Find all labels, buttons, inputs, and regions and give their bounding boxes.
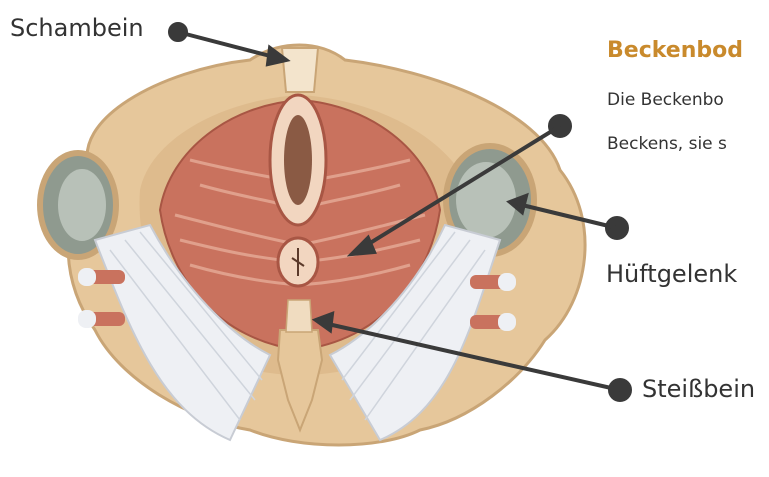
label-pubic-bone: Schambein <box>10 16 144 40</box>
coccyx-tip <box>286 300 312 332</box>
hip-joint-left-inner <box>58 169 106 241</box>
info-line-1: Die Beckenbo <box>607 90 724 110</box>
label-hip-joint: Hüftgelenk <box>606 262 737 286</box>
info-line-2: Beckens, sie s <box>607 134 727 154</box>
pointer-pubic <box>170 24 286 64</box>
urogenital-inner <box>284 115 312 205</box>
pubic-symphysis <box>282 48 318 92</box>
info-title: Beckenbod <box>607 38 743 63</box>
label-coccyx: Steißbein <box>642 377 755 401</box>
